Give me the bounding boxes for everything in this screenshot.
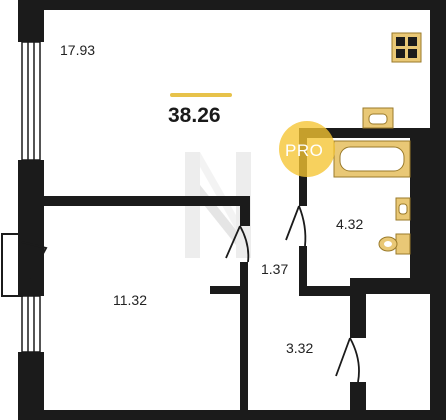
room-hall-area: 1.37 [261,261,289,277]
window-left-lower [21,295,41,353]
room-living-area: 17.93 [60,42,96,58]
total-area: 38.26 [168,104,221,127]
window-left-upper [21,41,41,161]
pro-badge [279,121,335,177]
sink-small-icon [395,197,411,221]
bathtub-icon [333,140,411,178]
room-bathroom-area: 4.32 [336,216,364,232]
pro-badge-text: PRO [285,141,324,160]
sink-icon [362,107,394,129]
doors [225,205,360,383]
room-bedroom-area: 11.32 [113,292,147,308]
balcony-door [1,233,48,297]
total-area-bar [170,93,232,97]
grid-icon [391,32,422,63]
room-corridor-area: 3.32 [286,340,314,356]
toilet-icon [378,233,411,255]
